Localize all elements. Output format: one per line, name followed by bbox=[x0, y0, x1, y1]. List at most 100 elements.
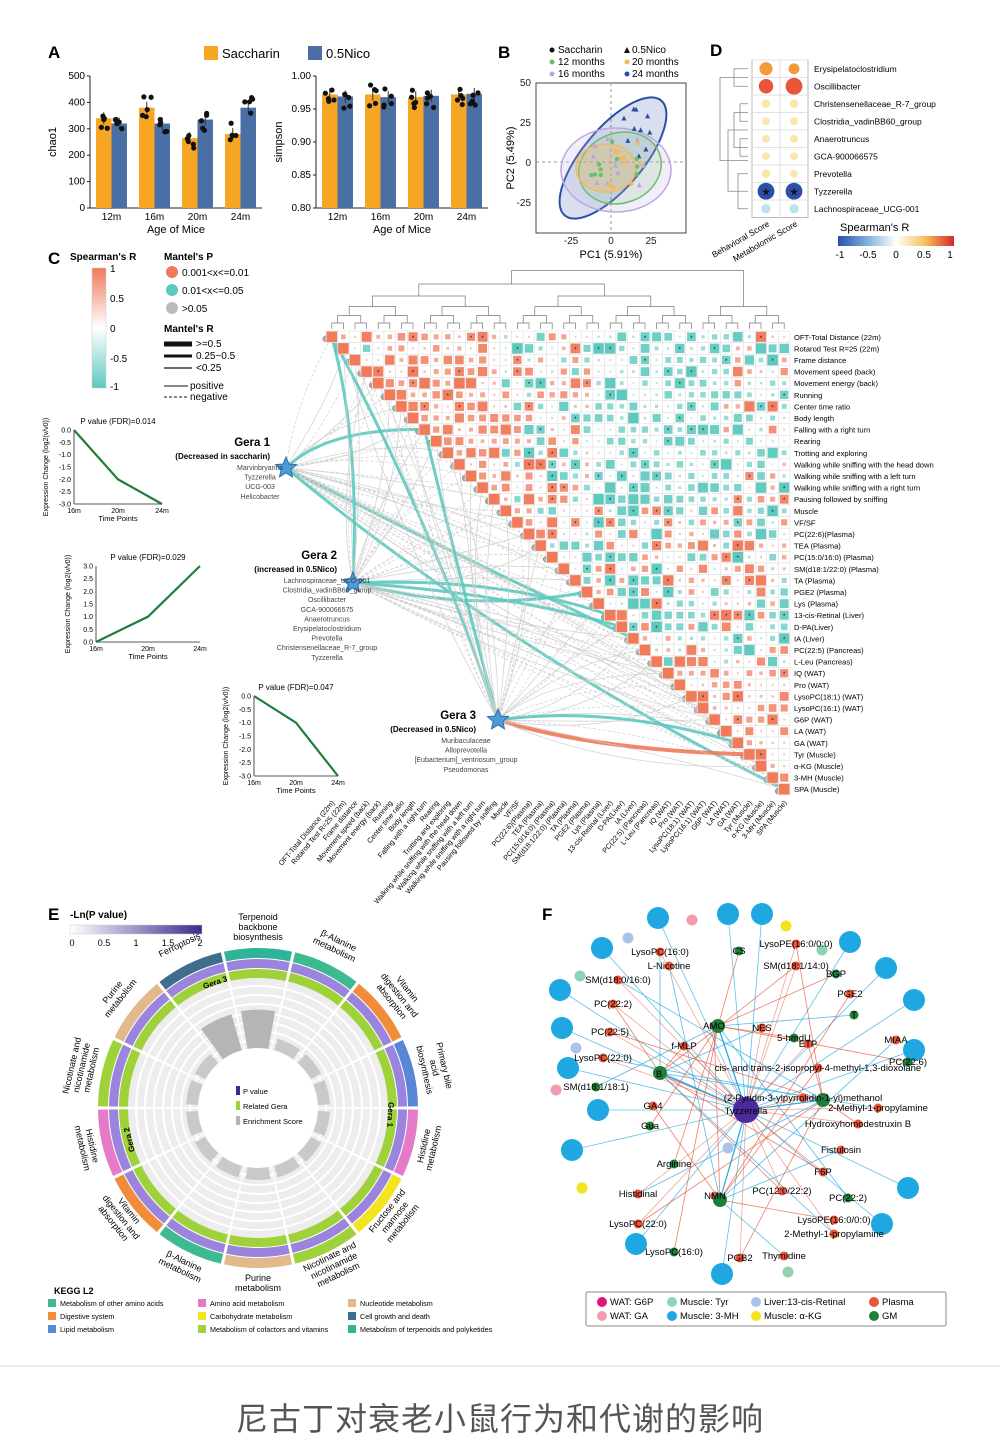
matrix-mark bbox=[770, 589, 775, 595]
matrix-mark bbox=[526, 439, 532, 444]
gera-title: Gera 2 bbox=[301, 550, 337, 562]
matrix-mark bbox=[596, 578, 601, 583]
matrix-mark bbox=[527, 358, 531, 362]
matrix-mark bbox=[629, 553, 638, 562]
matrix-mark bbox=[644, 521, 646, 524]
dendro-branch bbox=[702, 322, 715, 329]
matrix-mark bbox=[501, 448, 510, 457]
svg-text:*: * bbox=[528, 463, 531, 469]
node-label: Hydroxyhomodestruxin B bbox=[805, 1119, 911, 1130]
panel-c-label: C bbox=[48, 249, 60, 268]
matrix-mark bbox=[663, 506, 673, 516]
mantel-link bbox=[285, 467, 773, 778]
matrix-mark bbox=[677, 589, 682, 595]
d-cell bbox=[785, 182, 803, 200]
enrichment-bar bbox=[194, 1136, 219, 1162]
dendro-branch bbox=[609, 322, 623, 329]
matrix-mark bbox=[757, 472, 765, 480]
matrix-mark bbox=[559, 472, 568, 480]
node-small bbox=[622, 932, 634, 944]
data-point bbox=[326, 98, 332, 104]
matrix-mark bbox=[760, 649, 762, 651]
node-muscle-3mh bbox=[903, 989, 925, 1011]
gera-member: Helicobacter bbox=[241, 494, 281, 501]
ring-band bbox=[230, 1228, 286, 1238]
matrix-mark bbox=[376, 334, 381, 339]
matrix-mark bbox=[722, 391, 730, 399]
pcoa-point bbox=[594, 179, 600, 185]
center-legend-item: Related Gera bbox=[243, 1102, 288, 1111]
matrix-mark bbox=[665, 357, 672, 363]
svg-text:*: * bbox=[690, 429, 693, 435]
matrix-mark bbox=[710, 402, 719, 411]
matrix-mark bbox=[736, 730, 739, 733]
matrix-mark bbox=[457, 428, 461, 432]
bar-saccharin bbox=[182, 138, 198, 208]
matrix-mark bbox=[711, 368, 718, 375]
matrix-mark bbox=[628, 587, 638, 597]
matrix-mark bbox=[678, 579, 682, 582]
node-label: PC(22:5) bbox=[591, 1027, 629, 1038]
pcoa-point bbox=[613, 162, 619, 168]
matrix-mark bbox=[652, 506, 661, 516]
c-mantelr-0: >=0.5 bbox=[196, 339, 222, 350]
legend-swatch-saccharin bbox=[204, 46, 218, 60]
svg-text:*: * bbox=[737, 695, 740, 701]
matrix-mark bbox=[620, 567, 623, 570]
matrix-mark bbox=[584, 484, 590, 491]
data-point bbox=[366, 103, 373, 109]
matrix-mark bbox=[652, 413, 661, 423]
data-point bbox=[454, 97, 461, 103]
node-gm bbox=[816, 1093, 830, 1107]
b-xtick-2: 25 bbox=[645, 236, 657, 247]
matrix-mark bbox=[781, 403, 787, 409]
trend-line bbox=[253, 695, 339, 777]
bar-nico bbox=[154, 123, 170, 208]
ring-label: Gera 1 bbox=[385, 1102, 395, 1128]
matrix-mark bbox=[701, 370, 705, 373]
matrix-mark bbox=[642, 439, 648, 444]
matrix-mark bbox=[697, 702, 709, 714]
matrix-mark bbox=[454, 413, 464, 423]
matrix-mark bbox=[771, 741, 774, 744]
mantel-link bbox=[352, 582, 634, 639]
trait-row-label: Tyr (Muscle) bbox=[794, 750, 836, 759]
ring-band bbox=[335, 1007, 375, 1054]
matrix-mark bbox=[760, 393, 762, 396]
matrix-mark bbox=[666, 462, 670, 466]
ring-band bbox=[155, 1108, 172, 1152]
matrix-mark bbox=[698, 424, 708, 435]
data-point bbox=[411, 104, 418, 111]
ring-band bbox=[173, 1071, 188, 1108]
matrix-mark bbox=[700, 496, 706, 502]
node-muscle-3mh bbox=[903, 1039, 925, 1061]
data-point bbox=[341, 105, 347, 111]
mantel-link bbox=[497, 714, 739, 745]
matrix-mark bbox=[748, 660, 751, 663]
ring-band bbox=[146, 1060, 163, 1107]
svg-text:*: * bbox=[667, 440, 670, 446]
ring-band bbox=[164, 1108, 180, 1148]
enrichment-bar bbox=[215, 1156, 242, 1178]
node-label: MIAA bbox=[884, 1035, 908, 1046]
matrix-mark bbox=[574, 335, 577, 338]
matrix-mark bbox=[744, 564, 754, 574]
x-tick-label: 24m bbox=[457, 212, 476, 223]
x-tick-label: 20m bbox=[414, 212, 433, 223]
matrix-mark bbox=[570, 425, 580, 435]
node-small bbox=[816, 944, 828, 956]
ring-band bbox=[361, 1109, 379, 1160]
node-muscle-3mh bbox=[871, 1213, 893, 1235]
d-cell bbox=[790, 169, 798, 178]
matrix-mark bbox=[724, 415, 729, 421]
trend-ytick: 0.5 bbox=[83, 627, 93, 634]
matrix-mark bbox=[747, 346, 752, 351]
trait-row-label: PC(22:6)(Plasma) bbox=[794, 530, 855, 539]
matrix-mark bbox=[616, 471, 627, 481]
matrix-mark bbox=[572, 392, 579, 398]
svg-text:*: * bbox=[412, 336, 415, 342]
matrix-mark bbox=[341, 334, 346, 340]
data-point bbox=[469, 98, 476, 104]
ring-band bbox=[278, 1176, 316, 1200]
